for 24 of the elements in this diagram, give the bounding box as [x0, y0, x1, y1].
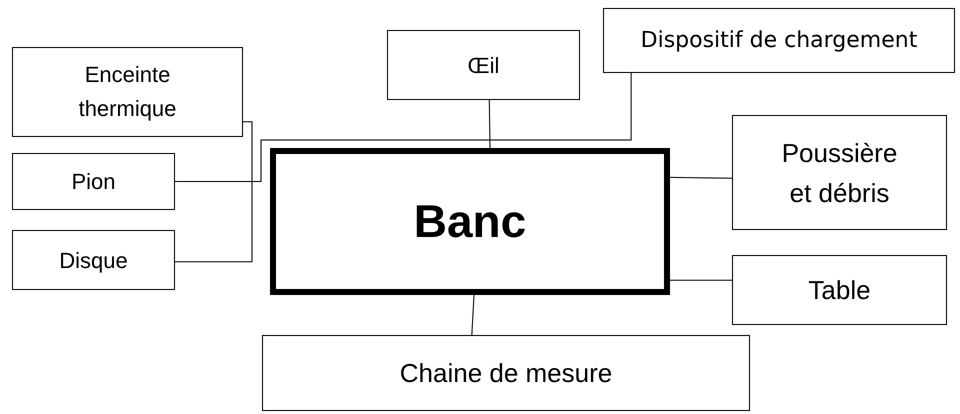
- connector-line: [471, 294, 474, 336]
- connector-line: [174, 121, 252, 262]
- connector-line: [488, 100, 490, 148]
- box-label: Banc: [412, 194, 528, 249]
- component-box: [387, 30, 580, 100]
- component-box: [262, 335, 750, 411]
- box-label: Chaine de mesure: [398, 356, 614, 390]
- box-label: Enceinte thermique: [78, 61, 178, 123]
- connector-line: [174, 72, 632, 182]
- connector-line: [670, 280, 732, 281]
- box-label: Pion: [70, 168, 117, 196]
- box-label: Dispositif de chargement: [640, 27, 918, 55]
- component-box: [732, 255, 947, 325]
- component-box: [603, 8, 955, 73]
- box-label: Œil: [466, 52, 500, 80]
- component-box: [12, 153, 175, 210]
- box-label: Disque: [58, 246, 129, 275]
- box-label: Poussière et débris: [780, 136, 898, 210]
- box-label: Table: [807, 274, 872, 306]
- main-box: [270, 148, 670, 295]
- component-box: [12, 47, 243, 137]
- component-box: [12, 230, 175, 290]
- component-box: [732, 115, 947, 230]
- connector-line: [670, 176, 732, 179]
